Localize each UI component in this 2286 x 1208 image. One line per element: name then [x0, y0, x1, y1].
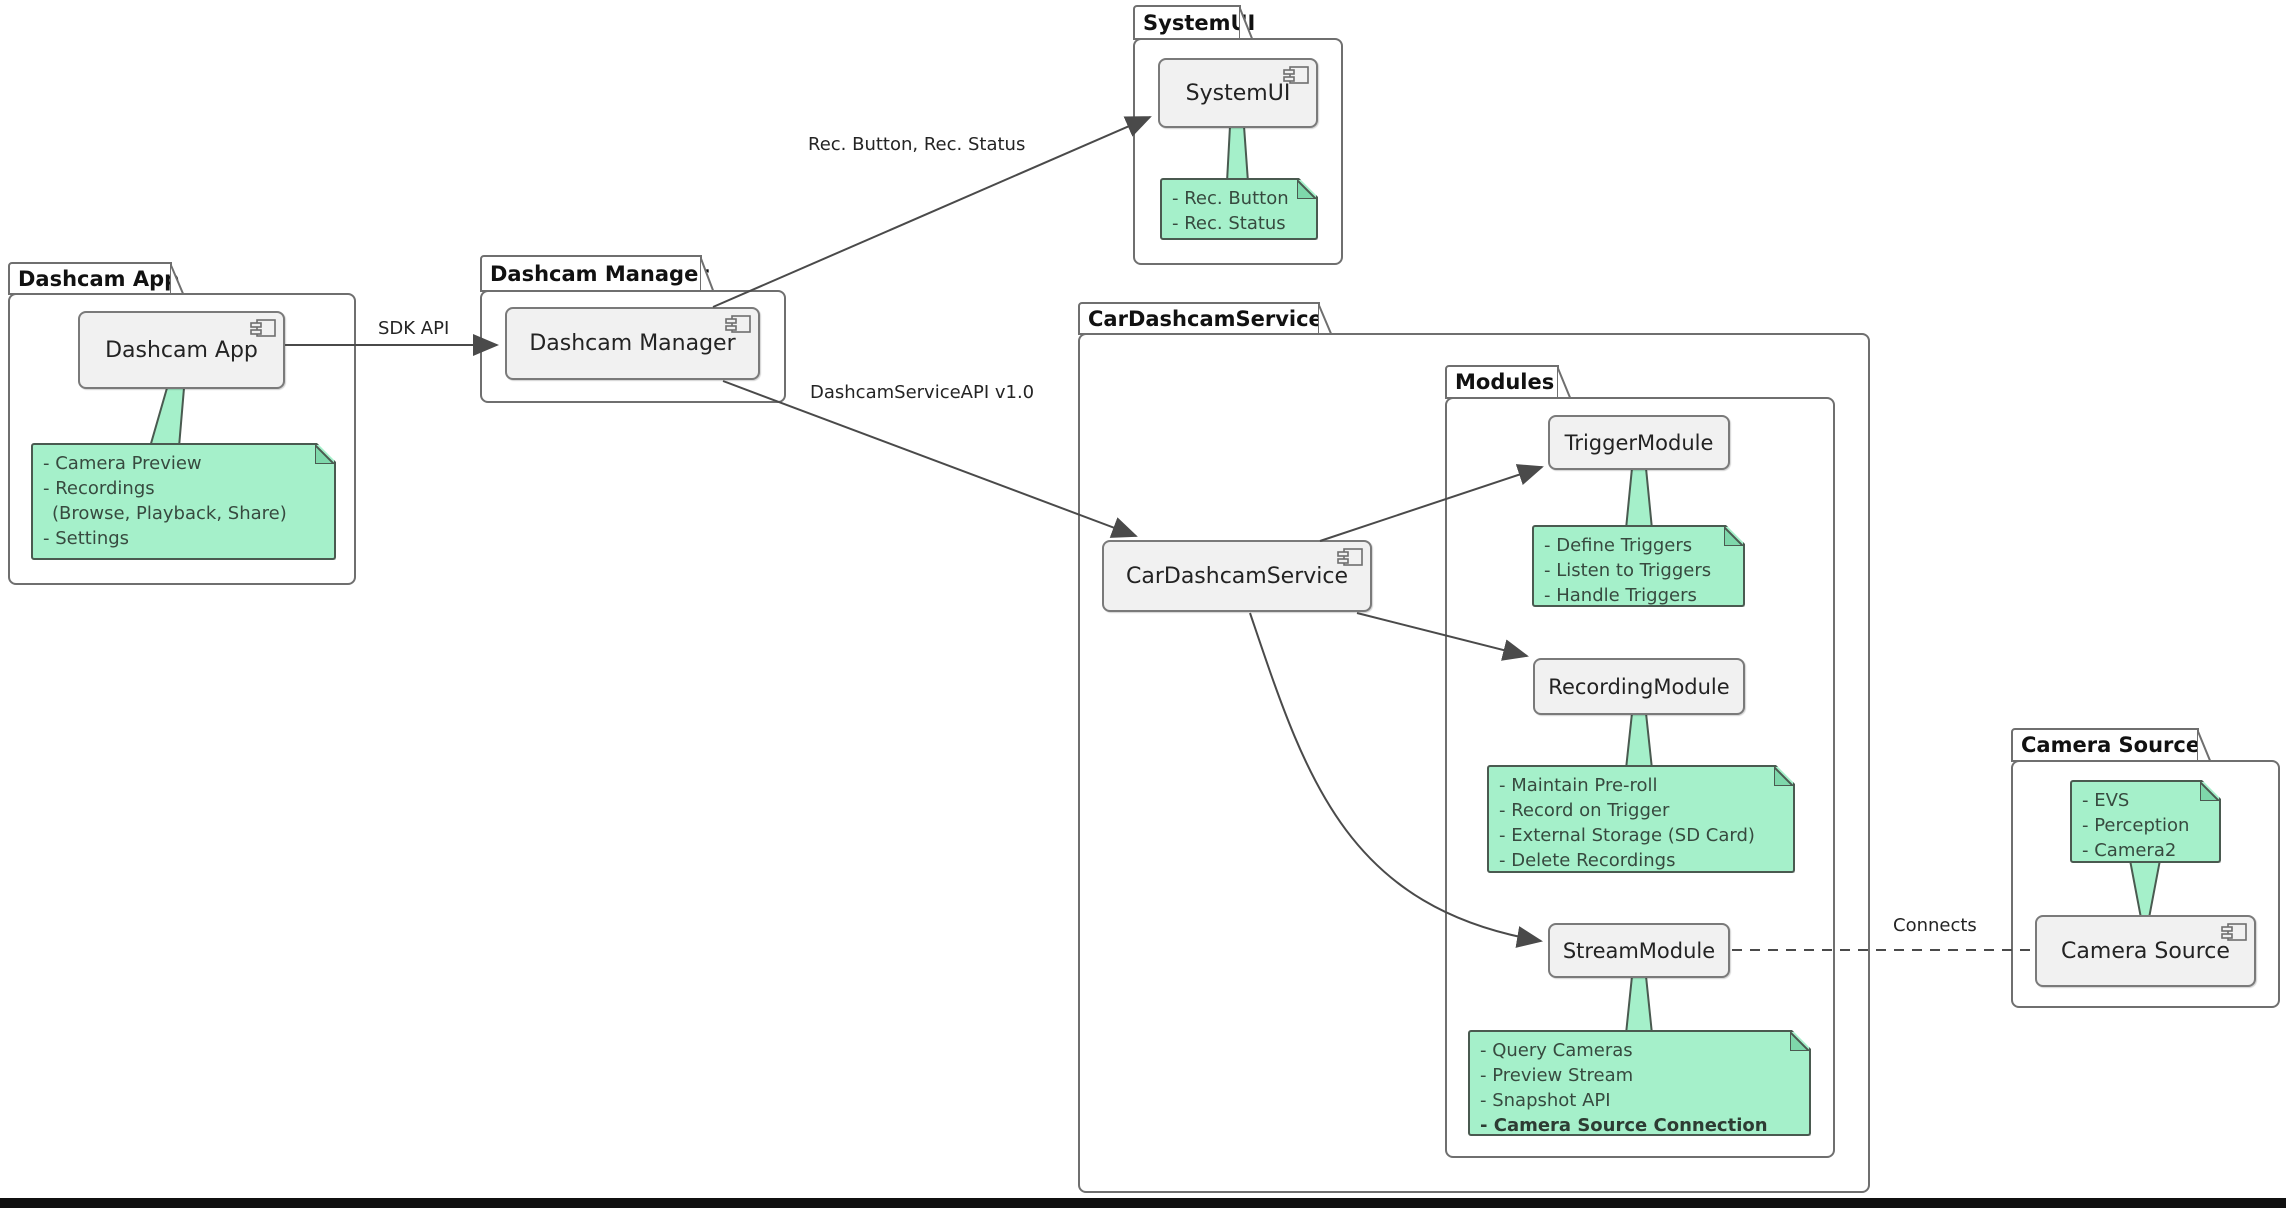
note-line: - Maintain Pre-roll — [1499, 775, 1658, 796]
tab-slant — [170, 262, 184, 293]
component-label: StreamModule — [1562, 938, 1716, 963]
note-fold-shape — [1724, 527, 1743, 546]
note-line: - Recordings — [43, 478, 155, 499]
edge-label-dashcam-service-api: DashcamServiceAPI v1.0 — [810, 382, 1035, 403]
note-line: - Query Cameras — [1480, 1040, 1633, 1061]
note-fold-shape — [1790, 1032, 1809, 1051]
note-line: - Delete Recordings — [1499, 850, 1676, 871]
note-line: - External Storage (SD Card) — [1499, 825, 1755, 846]
component-car-dashcam-service: CarDashcamService — [1102, 540, 1372, 612]
package-title: Dashcam App — [18, 266, 180, 291]
note-fold-icon — [1774, 767, 1793, 786]
note-fold-shape — [315, 445, 334, 464]
note-fold-shape — [1297, 180, 1316, 199]
component-dashcam-manager: Dashcam Manager — [505, 307, 760, 380]
note-line: - Rec. Status — [1172, 213, 1286, 234]
package-tab-camera-source: Camera Source — [2011, 728, 2211, 762]
component-icon — [725, 315, 751, 333]
note-fold-icon — [2200, 782, 2219, 801]
note-line: - Camera2 — [2082, 840, 2177, 861]
package-tab-systemui: SystemUI — [1133, 5, 1255, 40]
note-line: - Camera Preview — [43, 453, 202, 474]
note-line: - EVS — [2082, 790, 2130, 811]
package-tab-modules: Modules — [1445, 365, 1571, 399]
tab-slant-shape — [2197, 728, 2211, 760]
package-title: Modules — [1455, 370, 1555, 394]
note-line: - Listen to Triggers — [1544, 560, 1712, 581]
component-label: TriggerModule — [1564, 430, 1714, 455]
component-trigger-module: TriggerModule — [1548, 415, 1730, 470]
component-recording-module: RecordingModule — [1533, 658, 1745, 715]
component-camera-source: Camera Source — [2035, 915, 2256, 987]
package-title: Dashcam Manager — [490, 261, 709, 286]
edge-label-rec-button-status: Rec. Button, Rec. Status — [808, 134, 1026, 155]
note-camera-source: - EVS - Perception - Camera2 — [2070, 780, 2221, 863]
component-label: Dashcam App — [105, 337, 258, 363]
package-tab-dashcam-manager: Dashcam Manager — [480, 255, 714, 292]
note-fold-icon — [1297, 180, 1316, 199]
note-systemui: - Rec. Button - Rec. Status — [1160, 178, 1318, 240]
note-fold-shape — [1774, 767, 1793, 786]
component-systemui: SystemUI — [1158, 58, 1318, 128]
tab-slant-shape — [1557, 365, 1571, 397]
component-label: Camera Source — [2061, 938, 2230, 964]
note-fold-icon — [315, 445, 334, 464]
bottom-bar — [0, 1198, 2286, 1208]
component-label: SystemUI — [1185, 80, 1291, 106]
note-line: - Define Triggers — [1544, 535, 1693, 556]
note-line: - Snapshot API — [1480, 1090, 1611, 1111]
tab-slant-shape — [1239, 5, 1253, 38]
note-fold-icon — [1724, 527, 1743, 546]
component-icon — [1337, 548, 1363, 566]
component-dashcam-app: Dashcam App — [78, 311, 285, 389]
edge-dashcam-service-api — [722, 380, 1138, 538]
note-line: - Rec. Button — [1172, 188, 1289, 209]
note-line: - Record on Trigger — [1499, 800, 1670, 821]
component-icon — [1283, 66, 1309, 84]
note-stream-module: - Query Cameras - Preview Stream - Snaps… — [1468, 1030, 1811, 1136]
note-line: - Camera Source Connection — [1480, 1115, 1768, 1136]
note-line: (Browse, Playback, Share) — [52, 503, 287, 524]
note-dashcam-app: - Camera Preview - Recordings (Browse, P… — [31, 443, 336, 560]
component-label: Dashcam Manager — [529, 331, 736, 356]
component-label: RecordingModule — [1548, 674, 1730, 699]
note-line: - Perception — [2082, 815, 2190, 836]
note-line: - Settings — [43, 528, 130, 549]
package-title: SystemUI — [1143, 10, 1256, 35]
tab-slant — [1557, 365, 1571, 397]
tab-slant — [2197, 728, 2211, 760]
tab-slant-shape — [700, 255, 714, 290]
package-tab-car-dashcam-service: CarDashcamService — [1078, 302, 1332, 335]
note-fold-icon — [1790, 1032, 1809, 1051]
note-line: - Handle Triggers — [1544, 585, 1697, 606]
tab-slant — [1318, 302, 1332, 333]
note-trigger-module: - Define Triggers - Listen to Triggers -… — [1532, 525, 1745, 607]
tab-slant — [1239, 5, 1253, 38]
component-icon — [2221, 923, 2247, 941]
tab-slant-shape — [1318, 302, 1332, 333]
component-label: CarDashcamService — [1125, 563, 1349, 589]
note-recording-module: - Maintain Pre-roll - Record on Trigger … — [1487, 765, 1795, 873]
tab-slant — [700, 255, 714, 290]
edge-label-connects: Connects — [1893, 915, 1977, 936]
tab-slant-shape — [170, 262, 184, 293]
note-line: - Preview Stream — [1480, 1065, 1634, 1086]
component-stream-module: StreamModule — [1548, 923, 1730, 978]
package-tab-dashcam-app: Dashcam App — [8, 262, 184, 295]
edge-label-sdk-api: SDK API — [378, 318, 450, 339]
package-title: CarDashcamService — [1088, 306, 1323, 331]
component-icon — [250, 319, 276, 337]
note-fold-shape — [2200, 782, 2219, 801]
package-title: Camera Source — [2021, 733, 2201, 757]
